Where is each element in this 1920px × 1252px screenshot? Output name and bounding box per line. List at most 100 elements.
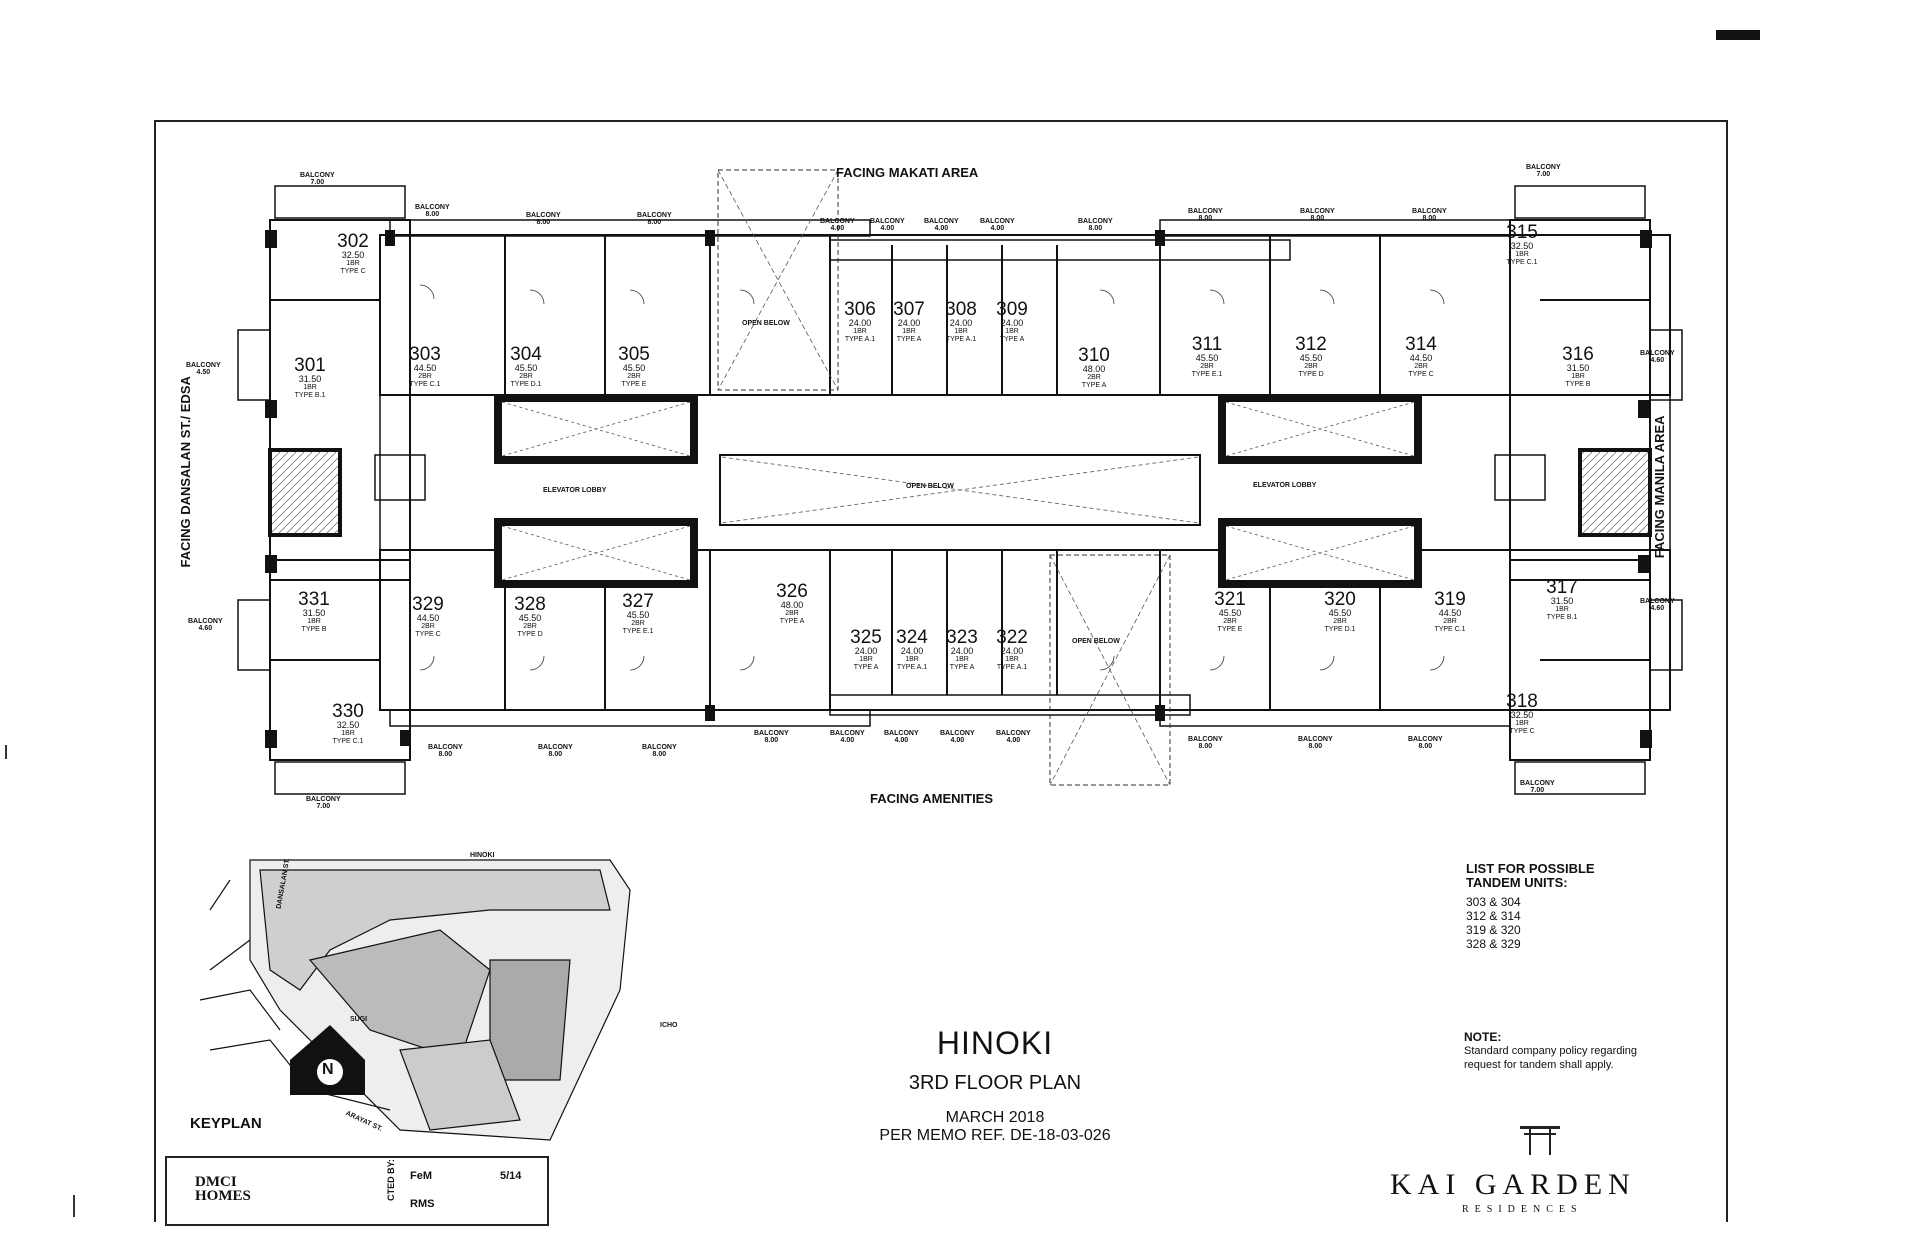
open-below-center <box>719 454 1201 526</box>
unit-type: TYPE A.1 <box>945 335 977 343</box>
unit-bedrooms: 1BR <box>853 328 867 336</box>
unit-type: TYPE A <box>853 663 879 671</box>
unit-area: 45.50 <box>514 363 538 373</box>
facing-amenities-label: FACING AMENITIES <box>870 791 994 806</box>
balcony-label: BALCONY 7.00 <box>300 172 335 187</box>
open-below-top: OPEN BELOW <box>742 320 790 327</box>
unit-bedrooms: 1BR <box>1555 606 1569 614</box>
balcony-label: BALCONY 4.00 <box>870 218 905 233</box>
unit-bedrooms: 1BR <box>1005 328 1019 336</box>
balcony-label: BALCONY 8.00 <box>642 744 677 759</box>
unit-number: 318 <box>1506 691 1538 712</box>
unit-bedrooms: 1BR <box>954 328 968 336</box>
unit-bedrooms: 1BR <box>1515 720 1529 728</box>
unit-area: 44.50 <box>1438 608 1462 618</box>
dmci-logo: DMCI HOMES <box>195 1175 335 1215</box>
unit-type: TYPE A <box>949 663 975 671</box>
unit-bedrooms: 1BR <box>905 656 919 664</box>
unit-area: 44.50 <box>413 363 437 373</box>
unit-type: TYPE E <box>1217 625 1243 633</box>
unit-area: 45.50 <box>1218 608 1242 618</box>
balcony-label: BALCONY 8.00 <box>1300 208 1335 223</box>
unit-number: 316 <box>1562 344 1594 365</box>
unit-type: TYPE A <box>1081 381 1107 389</box>
unit-number: 328 <box>514 594 546 615</box>
note-text: Standard company policy regarding reques… <box>1464 1045 1638 1072</box>
tandem-item: 312 & 314 <box>1466 909 1521 924</box>
unit-number: 303 <box>409 344 441 365</box>
unit-type: TYPE B <box>301 625 327 633</box>
unit-type: TYPE A.1 <box>996 663 1028 671</box>
keyplan-icho: ICHO <box>660 1022 678 1029</box>
stair-right <box>1578 448 1652 537</box>
unit-type: TYPE D.1 <box>1324 625 1356 633</box>
unit-number: 309 <box>996 299 1028 320</box>
unit-type: TYPE C.1 <box>332 737 364 745</box>
balcony-label: BALCONY 7.00 <box>306 796 341 811</box>
unit-type: TYPE C.1 <box>409 380 441 388</box>
unit-bedrooms: 1BR <box>1515 251 1529 259</box>
balcony-label: BALCONY 4.60 <box>1640 598 1675 613</box>
unit-bedrooms: 1BR <box>1005 656 1019 664</box>
unit-area: 31.50 <box>298 374 322 384</box>
tandem-item: 303 & 304 <box>1466 895 1521 910</box>
unit-area: 48.00 <box>780 600 804 610</box>
elevator-core-left-top <box>494 394 698 464</box>
stamp-r2: RMS <box>410 1198 435 1210</box>
unit-bedrooms: 1BR <box>341 730 355 738</box>
unit-area: 31.50 <box>1550 596 1574 606</box>
balcony-label: BALCONY 4.50 <box>186 362 221 377</box>
brand-sub: RESIDENCES <box>1462 1204 1583 1215</box>
floor-plan <box>237 169 1683 795</box>
elevator-lobby-right: ELEVATOR LOBBY <box>1253 482 1317 489</box>
unit-area: 24.00 <box>900 646 924 656</box>
stamp-r1: FeM <box>410 1170 432 1182</box>
margin-tick <box>73 1195 75 1217</box>
unit-type: TYPE A <box>896 335 922 343</box>
balcony-label: BALCONY 4.00 <box>940 730 975 745</box>
balcony-label: BALCONY 4.00 <box>820 218 855 233</box>
balcony-label: BALCONY 4.60 <box>188 618 223 633</box>
unit-type: TYPE B.1 <box>1546 613 1578 621</box>
tandem-heading: LIST FOR POSSIBLE TANDEM UNITS: <box>1466 861 1595 890</box>
corner-mark <box>1716 30 1760 40</box>
unit-number: 302 <box>337 231 369 252</box>
unit-bedrooms: 1BR <box>859 656 873 664</box>
unit-area: 45.50 <box>626 610 650 620</box>
tandem-item: 319 & 320 <box>1466 923 1521 938</box>
unit-area: 32.50 <box>341 250 365 260</box>
unit-type: TYPE A.1 <box>896 663 928 671</box>
balcony-label: BALCONY 8.00 <box>526 212 561 227</box>
unit-area: 44.50 <box>416 613 440 623</box>
unit-bedrooms: 2BR <box>1200 363 1214 371</box>
unit-type: TYPE C <box>1408 370 1434 378</box>
keyplan-label: KEYPLAN <box>190 1115 262 1132</box>
unit-area: 24.00 <box>897 318 921 328</box>
balcony-label: BALCONY 4.00 <box>924 218 959 233</box>
unit-type: TYPE D.1 <box>510 380 542 388</box>
keyplan-map <box>199 859 631 1141</box>
tandem-item: 328 & 329 <box>1466 937 1521 952</box>
unit-type: TYPE C <box>340 267 366 275</box>
unit-number: 324 <box>896 627 928 648</box>
note-heading: NOTE: <box>1464 1030 1502 1044</box>
unit-type: TYPE A.1 <box>844 335 876 343</box>
